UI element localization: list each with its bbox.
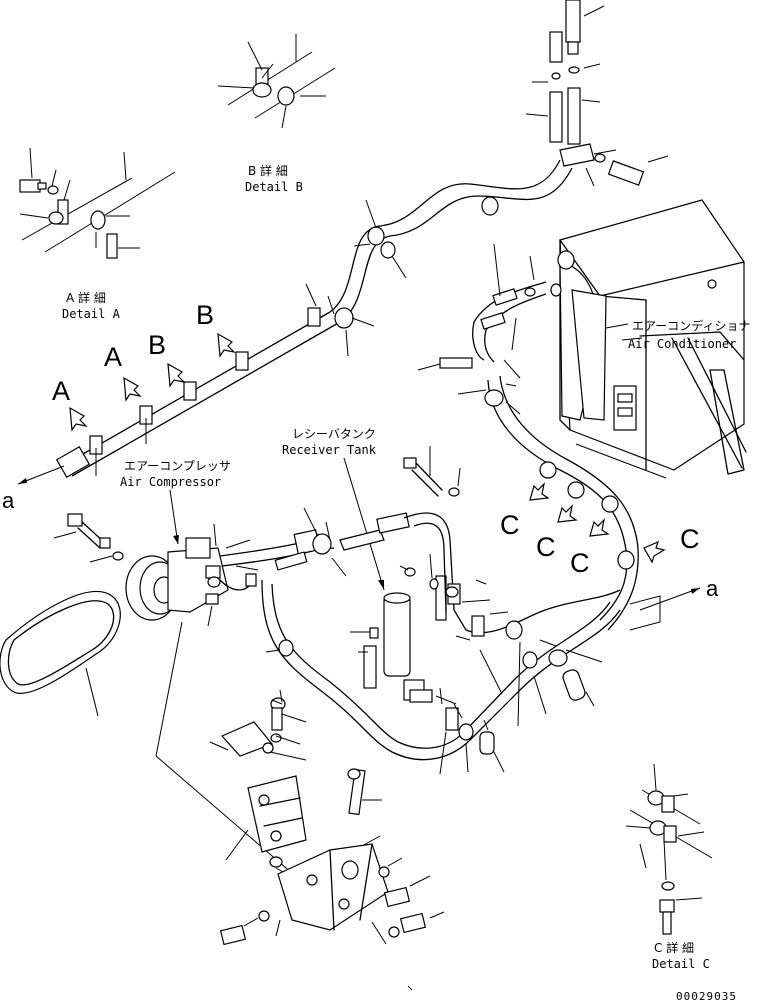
air-compressor: エアーコンプレッサ Air Compressor xyxy=(120,459,259,627)
detail-b-drawing: B 詳 細 Detail B xyxy=(217,34,336,194)
view-marker-a: A xyxy=(104,342,122,372)
detail-a-drawing: A 詳 細 Detail A xyxy=(19,147,176,321)
air-compressor-label-jp: エアーコンプレッサ xyxy=(124,459,231,473)
view-marker-b: B xyxy=(148,330,166,360)
view-marker-a: A xyxy=(52,376,70,406)
air-conditioner-unit: エアーコンディショナ Air Conditioner xyxy=(550,199,750,479)
air-compressor-label-en: Air Compressor xyxy=(120,475,221,489)
detail-b-label-jp: B 詳 細 xyxy=(248,163,288,178)
view-marker-c: C xyxy=(500,510,520,540)
air-conditioner-label-jp: エアーコンディショナ xyxy=(632,318,750,333)
compressor-bracket xyxy=(155,621,445,991)
receiver-fittings xyxy=(409,689,457,705)
air-conditioner-label-en: Air Conditioner xyxy=(628,337,736,351)
view-marker-b: B xyxy=(196,300,214,330)
drawing-number: 00029035 xyxy=(676,990,737,1003)
v-belt xyxy=(0,591,121,717)
bolt xyxy=(403,446,461,497)
hose-run-upper xyxy=(55,159,573,478)
lower-hose-clamps xyxy=(439,579,621,775)
view-arrows-ab: A A B B xyxy=(52,300,236,432)
air-conditioner-hoses xyxy=(417,243,639,631)
receiver-tank-label-en: Receiver Tank xyxy=(282,443,377,457)
connection-marker-left: a xyxy=(2,465,65,513)
detail-c-drawing: C 詳 細 Detail C xyxy=(625,763,713,971)
top-fittings xyxy=(525,0,669,187)
receiver-tank: レシーバタンク Receiver Tank xyxy=(282,427,447,701)
detail-c-label-en: Detail C xyxy=(652,957,710,971)
view-arrows-c: C C C C xyxy=(500,482,700,578)
detail-a-label-en: Detail A xyxy=(62,307,121,321)
detail-b-label-en: Detail B xyxy=(245,180,303,194)
receiver-tank-label-jp: レシーバタンク xyxy=(292,427,376,441)
view-marker-c: C xyxy=(680,524,700,554)
connection-marker-right: a xyxy=(629,576,719,631)
detail-a-label-jp: A 詳 細 xyxy=(66,290,106,305)
view-marker-c: C xyxy=(536,532,556,562)
connection-label-a: a xyxy=(2,488,15,513)
hose-clamp xyxy=(89,196,499,455)
compressor-bolt xyxy=(53,513,124,563)
compressor-hoses xyxy=(219,507,621,761)
connection-label-a: a xyxy=(706,576,719,601)
detail-c-label-jp: C 詳 細 xyxy=(654,940,694,955)
view-marker-c: C xyxy=(570,548,590,578)
